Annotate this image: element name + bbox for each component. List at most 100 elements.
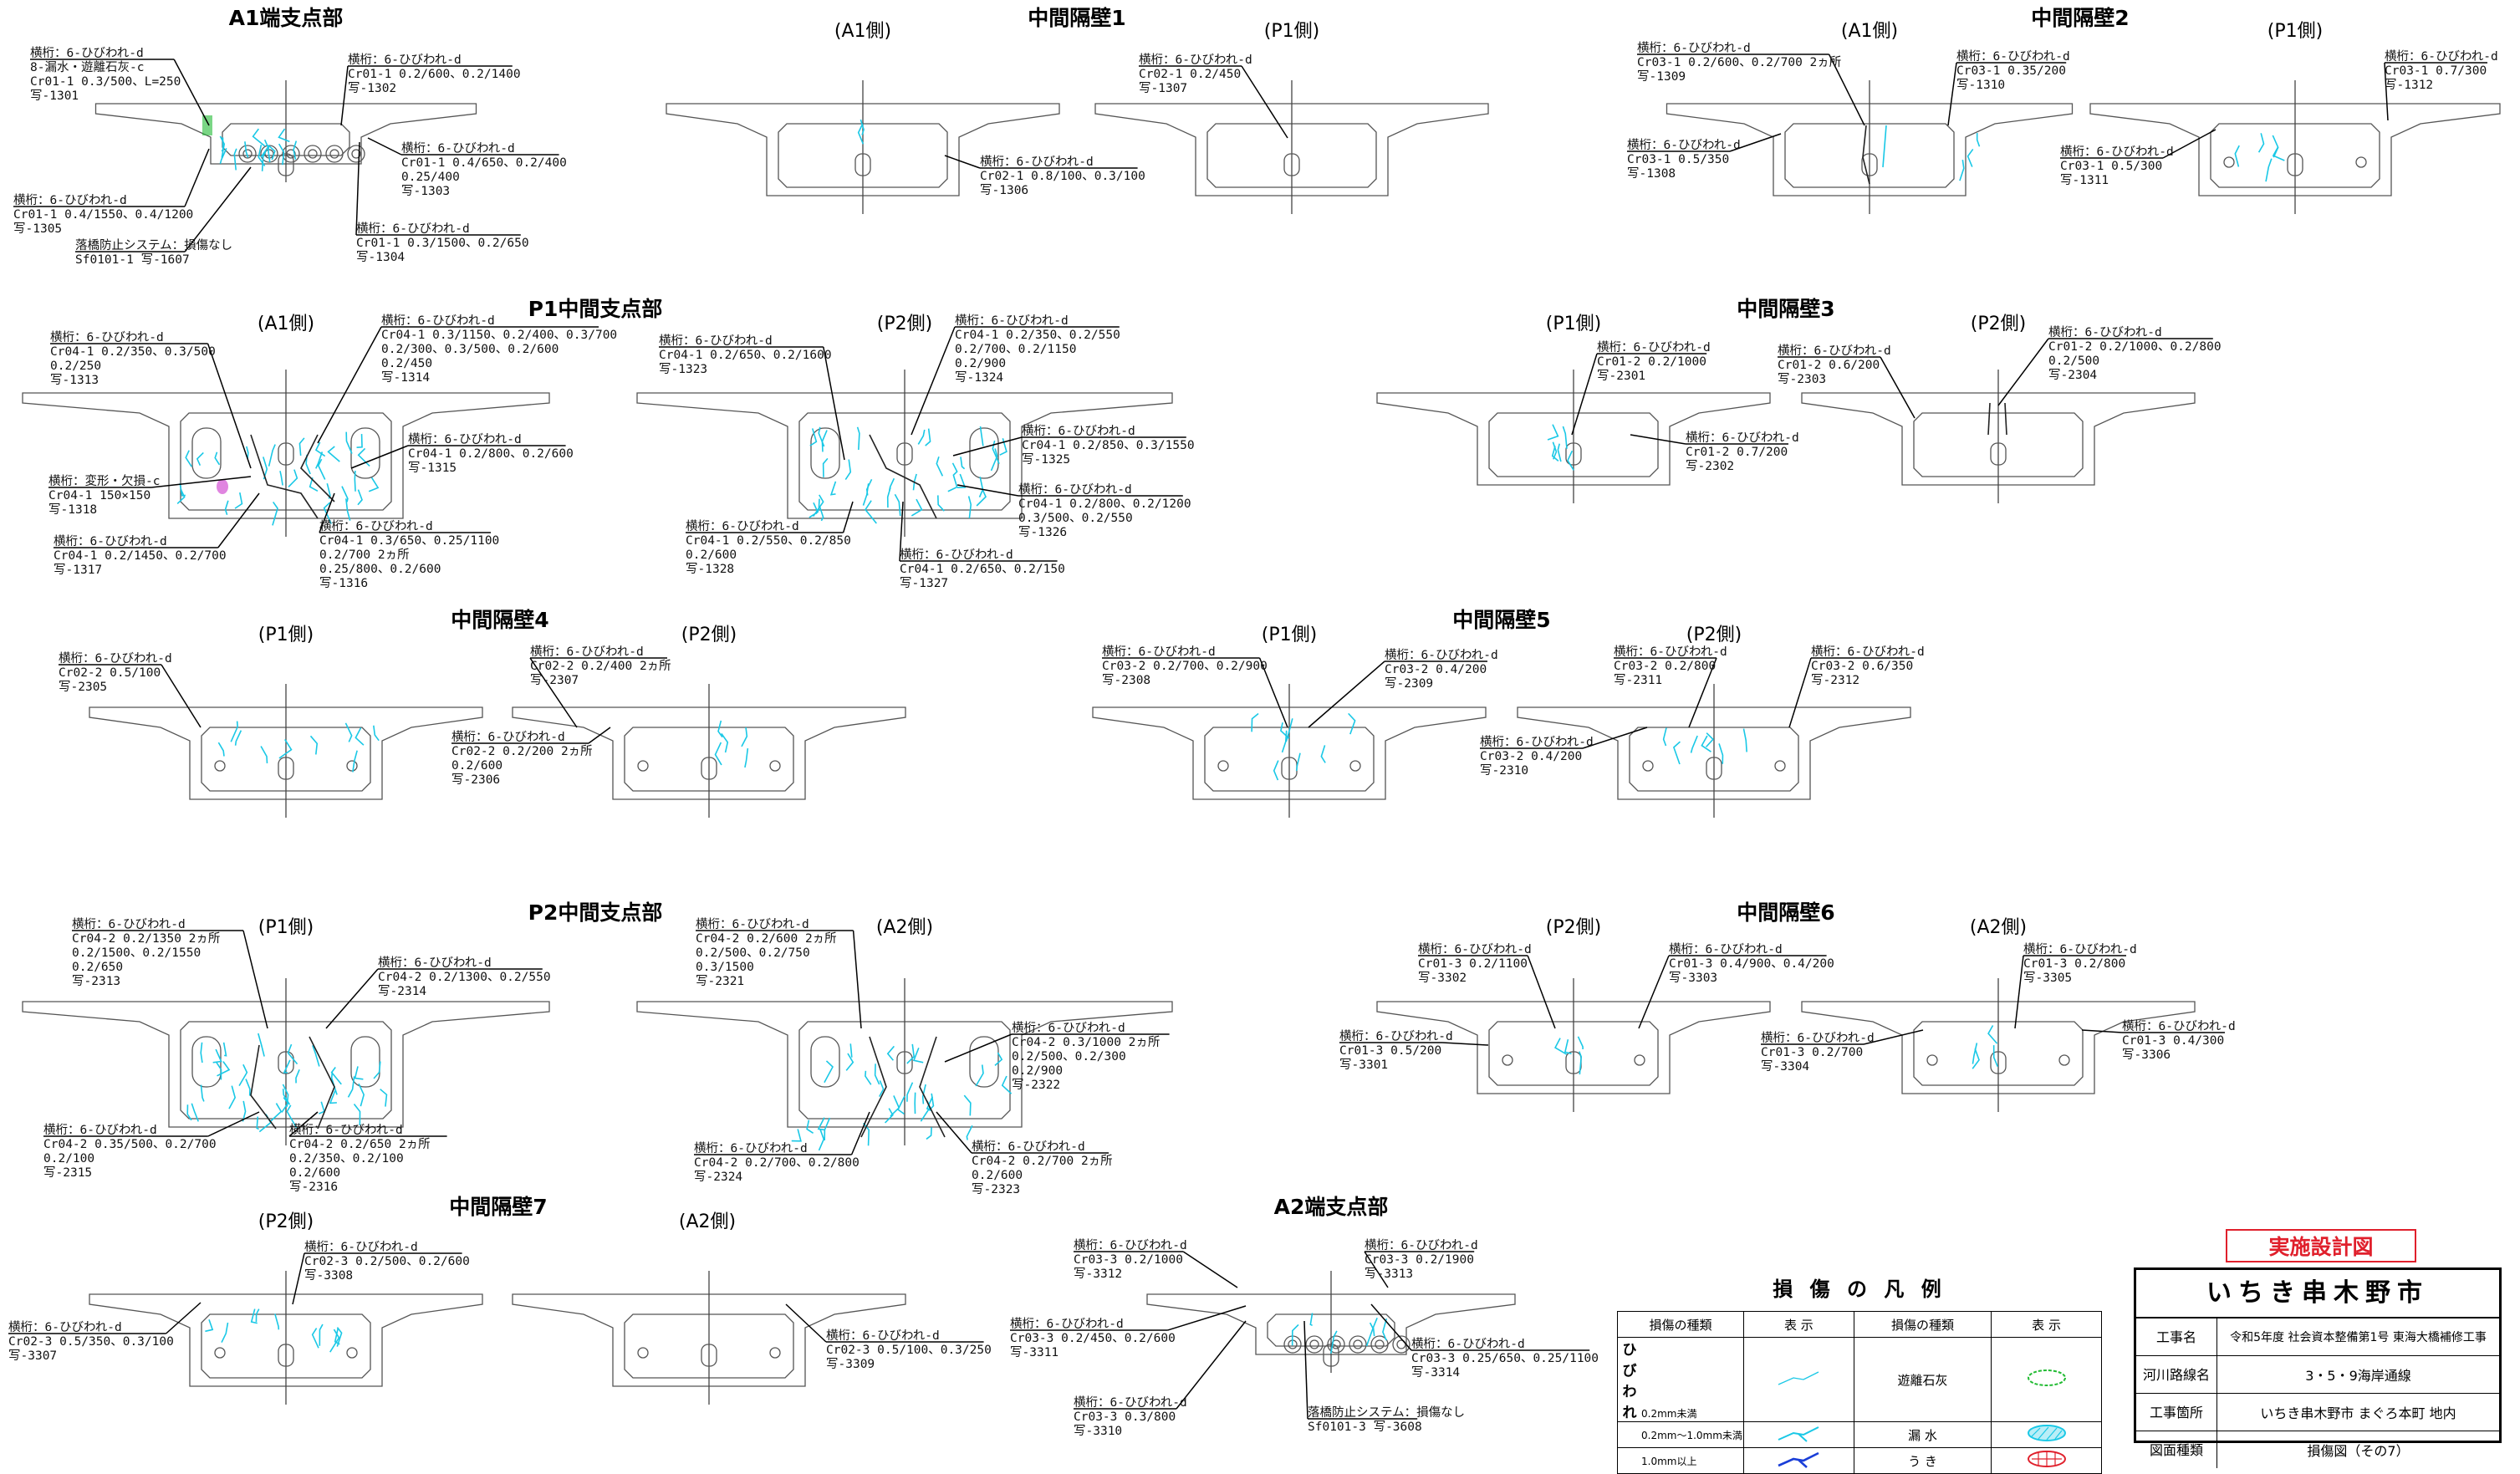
crack-line (895, 494, 900, 516)
annotation-line: 0.2/600 (686, 548, 737, 562)
annotation-line: 写-2304 (2048, 369, 2097, 382)
annotation-line: Cr01-1 0.4/1550、0.4/1200 (13, 208, 193, 222)
efflorescence-icon (2022, 1368, 2072, 1388)
annotation-line: 写-1305 (13, 222, 62, 236)
annotation-line: Cr03-1 0.7/300 (2385, 64, 2487, 78)
crack-line (1578, 1037, 1583, 1049)
annotation-line: 写-2315 (43, 1166, 92, 1180)
leader-line (854, 931, 861, 1028)
cable-hole (348, 145, 365, 162)
crack-fine-icon (1773, 1368, 1824, 1388)
pier-void (811, 1037, 839, 1087)
crack-line (280, 471, 283, 485)
crack-line (345, 723, 351, 742)
annotation-line: 横桁：6-ひびわれ-d (1686, 431, 1799, 445)
annotation-line: 0.25/400 (401, 171, 460, 184)
legend-symbol (1992, 1448, 2102, 1474)
annotation-line: 0.25/800、0.2/600 (319, 563, 441, 576)
annotation-line: 横桁：6-ひびわれ-d (13, 193, 127, 207)
annotation-line: 写-2307 (530, 674, 579, 687)
cable-hole (326, 145, 343, 162)
title-key: 図面種類 (2136, 1431, 2217, 1468)
leader-line (185, 149, 209, 207)
annotation-line: 写-1308 (1627, 167, 1676, 181)
section-title: 中間隔壁6 (1737, 900, 1834, 925)
leader-line (326, 969, 378, 1028)
legend-header: 損傷の種類 (1618, 1312, 1744, 1338)
annotation-line: 横桁：6-ひびわれ-d (381, 314, 495, 328)
annotation-line: 横桁：6-ひびわれ-d (2060, 145, 2174, 159)
crack-line (279, 739, 292, 757)
crack-line (1664, 727, 1666, 746)
bolt-hole (1927, 1055, 1937, 1065)
crack-line (822, 431, 827, 452)
annotation-line: 0.2/900 (1012, 1064, 1063, 1078)
crack-line (1674, 742, 1681, 764)
crack-line (819, 1130, 824, 1150)
crack-line (253, 129, 265, 146)
annotation-line: 0.2/700 2ヵ所 (319, 548, 410, 562)
annotation-line: 落橋防止システム：損傷なし (75, 238, 232, 252)
annotation-line: 横桁：6-ひびわれ-d (1778, 344, 1891, 358)
leader-line (208, 1112, 259, 1136)
deformation-mark (217, 479, 228, 494)
cable-hole (1306, 1336, 1323, 1353)
annotation-line: Cr04-1 0.3/1150、0.2/400、0.3/700 (381, 329, 617, 342)
annotation-line: 写-1316 (319, 577, 368, 590)
annotation-line: 横桁：6-ひびわれ-d (451, 730, 565, 744)
annotation-line: Cr04-1 0.2/800、0.2/600 (408, 447, 574, 461)
legend-kind2: う き (1854, 1448, 1991, 1474)
annotation-line: Cr02-1 0.8/100、0.3/100 (980, 170, 1145, 183)
efflorescence-mark (202, 115, 212, 135)
annotation-line: 写-3309 (826, 1358, 875, 1371)
annotation-line: 0.2/500 (2048, 354, 2099, 368)
leader-line (1948, 63, 1956, 125)
section-title: 中間隔壁7 (449, 1195, 547, 1219)
crack-line (1310, 1313, 1312, 1326)
leader-line (1998, 339, 2048, 405)
crack-line (926, 429, 931, 446)
legend-kind: 0.2mm～1.0mm未満 (1618, 1422, 1744, 1448)
annotation-line: 横桁：6-ひびわれ-d (8, 1320, 122, 1334)
annotation-line: 写-1309 (1637, 70, 1686, 84)
crack-line (205, 1319, 212, 1331)
annotation-line: 横桁：6-ひびわれ-d (1411, 1337, 1525, 1351)
leader-line (1183, 1252, 1237, 1288)
crack-line (1252, 714, 1258, 732)
crack-line (1274, 761, 1278, 781)
crack-line (319, 459, 325, 479)
crack-line (229, 1086, 235, 1109)
title-row: 工事箇所いちき串木野市 まぐろ本町 地内 (2136, 1394, 2499, 1431)
crack-line (845, 460, 850, 480)
annotation-line: Cr02-3 0.2/500、0.2/600 (304, 1255, 470, 1268)
annotation-line: 横桁：6-ひびわれ-d (1339, 1029, 1453, 1043)
annotation-line: 0.3/500、0.2/550 (1018, 512, 1133, 525)
annotation-line: 横桁：6-ひびわれ-d (1418, 942, 1532, 956)
leader-line (1242, 66, 1288, 138)
view-label: (P2側) (877, 314, 932, 334)
leader-line (589, 727, 610, 743)
annotation-line: 横桁：6-ひびわれ-d (401, 141, 515, 156)
annotation-line: Cr03-1 0.2/600、0.2/700 2ヵ所 (1637, 55, 1841, 69)
view-label: (A2側) (679, 1211, 736, 1232)
annotation-line: 写-2306 (451, 773, 500, 787)
leader-line (2015, 956, 2023, 1028)
legend-header: 損傷の種類 (1854, 1312, 1991, 1338)
annotation-line: 0.2/1500、0.2/1550 (72, 946, 201, 960)
leader-line (1371, 1304, 1411, 1350)
title-key: 工事名 (2136, 1318, 2217, 1355)
pier-void (351, 1037, 380, 1087)
crack-line (976, 1065, 983, 1086)
cable-hole-inner (1310, 1340, 1319, 1349)
annotation-line: 写-1324 (955, 371, 1003, 385)
crack-line (867, 479, 872, 495)
